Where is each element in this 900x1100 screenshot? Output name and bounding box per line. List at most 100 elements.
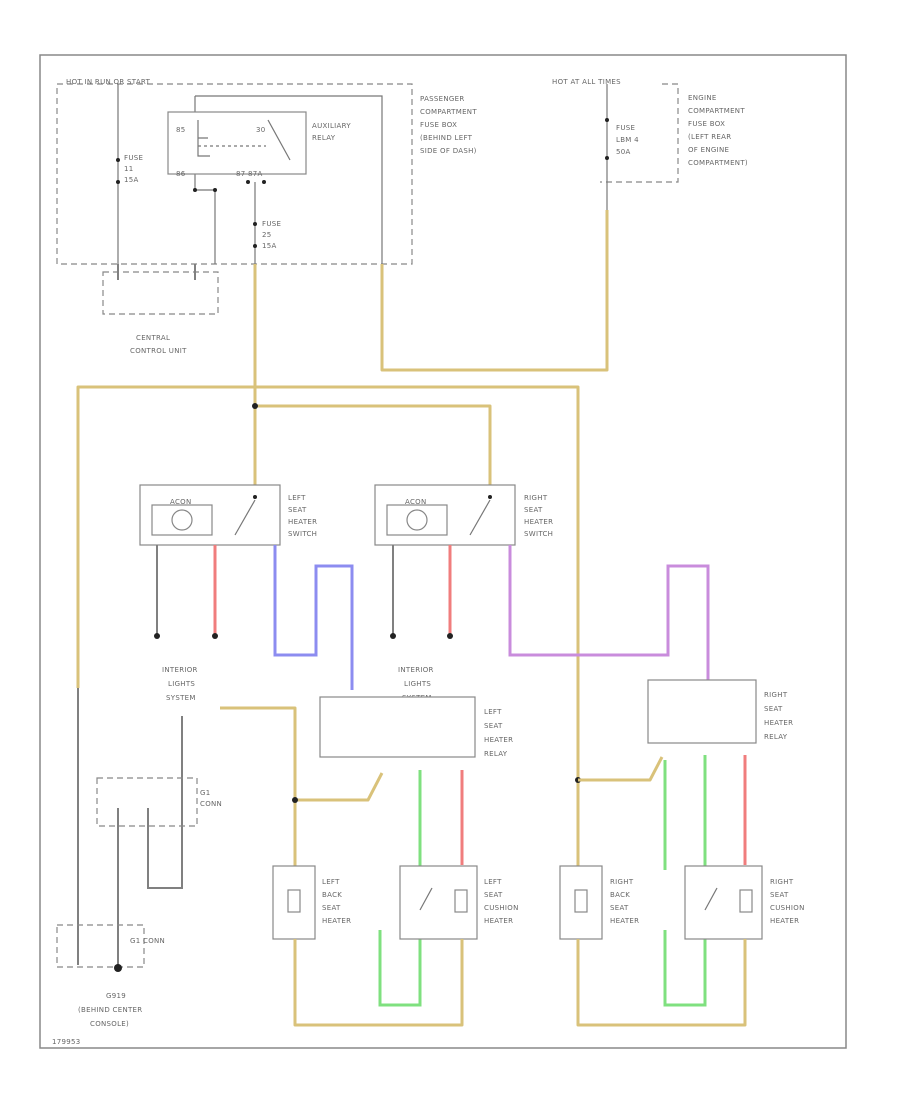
- svg-text:RIGHT: RIGHT: [610, 878, 634, 886]
- svg-text:SWITCH: SWITCH: [288, 530, 317, 538]
- svg-text:87 87A: 87 87A: [236, 170, 263, 178]
- right-switch-lamp-icon: ACON: [386, 498, 448, 536]
- svg-text:11: 11: [124, 165, 134, 173]
- svg-text:CONN: CONN: [200, 800, 222, 808]
- svg-text:RIGHT: RIGHT: [770, 878, 794, 886]
- right-seat-heater-switch: ACON RIGHT SEAT HEATER SWITCH: [374, 484, 553, 546]
- left-seat-heater-switch: ACON LEFT SEAT HEATER SWITCH: [139, 484, 317, 546]
- svg-text:RELAY: RELAY: [312, 134, 336, 142]
- svg-text:LIGHTS: LIGHTS: [404, 680, 431, 688]
- heater-ground-wires: [293, 939, 747, 1027]
- left-seat-cushion-heater: LEFT SEAT CUSHION HEATER: [399, 865, 519, 940]
- svg-text:HOT AT ALL TIMES: HOT AT ALL TIMES: [552, 78, 621, 86]
- svg-text:SEAT: SEAT: [322, 904, 341, 912]
- svg-text:CONSOLE): CONSOLE): [90, 1020, 129, 1028]
- relay-feed-wires: [220, 706, 664, 870]
- svg-text:SEAT: SEAT: [484, 891, 503, 899]
- svg-text:LEFT: LEFT: [322, 878, 340, 886]
- svg-text:LEFT: LEFT: [484, 878, 502, 886]
- svg-text:HEATER: HEATER: [484, 736, 513, 744]
- svg-text:HEATER: HEATER: [770, 917, 799, 925]
- svg-text:FUSE BOX: FUSE BOX: [420, 121, 457, 129]
- svg-text:HEATER: HEATER: [288, 518, 317, 526]
- svg-text:ACON: ACON: [405, 498, 427, 506]
- svg-text:CENTRAL: CENTRAL: [136, 334, 170, 342]
- svg-text:(BEHIND CENTER: (BEHIND CENTER: [78, 1006, 142, 1014]
- svg-text:INTERIOR: INTERIOR: [398, 666, 434, 674]
- svg-text:CUSHION: CUSHION: [770, 904, 805, 912]
- svg-text:SWITCH: SWITCH: [524, 530, 553, 538]
- svg-text:85: 85: [176, 126, 186, 134]
- svg-text:FUSE: FUSE: [124, 154, 143, 162]
- svg-text:HEATER: HEATER: [610, 917, 639, 925]
- interior-lights-left-label: INTERIOR LIGHTS SYSTEM: [162, 666, 198, 702]
- svg-text:G919: G919: [106, 992, 126, 1000]
- svg-text:LEFT: LEFT: [484, 708, 502, 716]
- auxiliary-relay: 85 30 86 87 87A AUXILIARY RELAY: [167, 111, 351, 184]
- left-switch-lamp-icon: ACON: [151, 498, 213, 536]
- passenger-fuse-box: HOT IN RUN OR START PASSENGER COMPARTMEN…: [56, 78, 477, 265]
- svg-text:RIGHT: RIGHT: [764, 691, 788, 699]
- svg-text:BACK: BACK: [610, 891, 630, 899]
- left-seat-heater-relay: LEFT SEAT HEATER RELAY: [319, 696, 513, 758]
- svg-text:HEATER: HEATER: [484, 917, 513, 925]
- page-id: 179953: [52, 1038, 81, 1046]
- svg-text:G1: G1: [200, 789, 210, 797]
- hot-in-run-label: HOT IN RUN OR START: [66, 78, 151, 86]
- svg-text:(LEFT REAR: (LEFT REAR: [688, 133, 731, 141]
- svg-text:COMPARTMENT): COMPARTMENT): [688, 159, 748, 167]
- svg-text:SEAT: SEAT: [524, 506, 543, 514]
- passenger-fuse-box-label: PASSENGER COMPARTMENT FUSE BOX (BEHIND L…: [420, 95, 477, 155]
- svg-text:CONTROL UNIT: CONTROL UNIT: [130, 347, 187, 355]
- svg-text:HEATER: HEATER: [524, 518, 553, 526]
- svg-text:SEAT: SEAT: [770, 891, 789, 899]
- switch-output-wires: [154, 545, 710, 690]
- svg-text:30: 30: [256, 126, 266, 134]
- svg-text:SEAT: SEAT: [484, 722, 503, 730]
- svg-text:HEATER: HEATER: [322, 917, 351, 925]
- svg-text:G1 CONN: G1 CONN: [130, 937, 165, 945]
- central-control-unit: CENTRAL CONTROL UNIT: [102, 264, 219, 355]
- svg-text:PASSENGER: PASSENGER: [420, 95, 465, 103]
- svg-text:ACON: ACON: [170, 498, 192, 506]
- svg-text:SYSTEM: SYSTEM: [166, 694, 196, 702]
- svg-text:25: 25: [262, 231, 272, 239]
- svg-text:OF ENGINE: OF ENGINE: [688, 146, 729, 154]
- svg-text:FUSE BOX: FUSE BOX: [688, 120, 725, 128]
- svg-text:COMPARTMENT: COMPARTMENT: [688, 107, 745, 115]
- svg-text:COMPARTMENT: COMPARTMENT: [420, 108, 477, 116]
- svg-text:INTERIOR: INTERIOR: [162, 666, 198, 674]
- left-back-seat-heater: LEFT BACK SEAT HEATER: [272, 865, 351, 940]
- svg-text:FUSE: FUSE: [262, 220, 281, 228]
- svg-text:AUXILIARY: AUXILIARY: [312, 122, 351, 130]
- fuse-11: FUSE 11 15A: [116, 154, 143, 184]
- svg-text:15A: 15A: [124, 176, 139, 184]
- svg-text:15A: 15A: [262, 242, 277, 250]
- svg-text:FUSE: FUSE: [616, 124, 635, 132]
- right-back-seat-heater: RIGHT BACK SEAT HEATER: [559, 865, 639, 940]
- svg-text:ENGINE: ENGINE: [688, 94, 717, 102]
- svg-text:LBM 4: LBM 4: [616, 136, 639, 144]
- right-seat-cushion-heater: RIGHT SEAT CUSHION HEATER: [684, 865, 805, 940]
- svg-text:RIGHT: RIGHT: [524, 494, 548, 502]
- engine-fuse-box-label: ENGINE COMPARTMENT FUSE BOX (LEFT REAR O…: [688, 94, 748, 167]
- svg-text:SEAT: SEAT: [610, 904, 629, 912]
- svg-text:SEAT: SEAT: [288, 506, 307, 514]
- svg-text:50A: 50A: [616, 148, 631, 156]
- svg-text:RELAY: RELAY: [484, 750, 508, 758]
- svg-text:CUSHION: CUSHION: [484, 904, 519, 912]
- svg-text:SIDE OF DASH): SIDE OF DASH): [420, 147, 477, 155]
- engine-fuse-box: HOT AT ALL TIMES FUSE LBM 4 50A ENGINE C…: [552, 78, 748, 210]
- right-seat-heater-relay: RIGHT SEAT HEATER RELAY: [647, 679, 793, 744]
- svg-text:86: 86: [176, 170, 186, 178]
- ground-connectors: G1 CONN G1 CONN G919 (BEHIND CENTER CONS…: [56, 688, 222, 1028]
- svg-text:(BEHIND LEFT: (BEHIND LEFT: [420, 134, 473, 142]
- svg-text:SEAT: SEAT: [764, 705, 783, 713]
- svg-text:BACK: BACK: [322, 891, 342, 899]
- svg-text:HEATER: HEATER: [764, 719, 793, 727]
- svg-text:LEFT: LEFT: [288, 494, 306, 502]
- diagram-frame: [39, 54, 847, 1049]
- svg-text:LIGHTS: LIGHTS: [168, 680, 195, 688]
- fuse-25: FUSE 25 15A: [253, 182, 281, 264]
